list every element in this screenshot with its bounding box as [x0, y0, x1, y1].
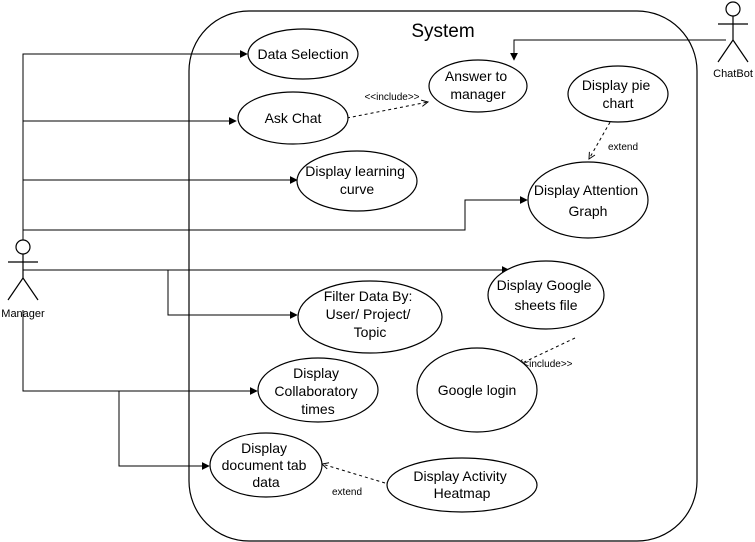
extend-pie-label: extend [608, 142, 638, 153]
use-case-display-activity-heatmap[interactable]: Display Activity Heatmap [386, 457, 538, 513]
manager-associations [22, 50, 528, 470]
svg-text:Display document tab: Display document tab data [222, 440, 311, 490]
use-case-ask-chat[interactable]: Ask Chat [237, 91, 349, 145]
svg-text:Filter Data By: User/ Pr: Filter Data By: User/ Project/ Topic [324, 288, 417, 340]
use-case-filter-data[interactable]: Filter Data By: User/ Project/ Topic [297, 280, 443, 354]
assoc-chatbot-answer [510, 39, 726, 61]
use-case-display-google-sheets[interactable]: Display Google sheets file [487, 260, 605, 330]
svg-text:Data Selection: Data Selection [257, 46, 348, 62]
assoc-attention-graph [23, 196, 528, 231]
include-google-label: <<include>> [517, 359, 572, 370]
svg-text:Display Attention Graph: Display Attention Graph [534, 182, 642, 219]
relationships: <<include>> extend <<include>> extend [322, 92, 638, 498]
use-case-display-document-tab[interactable]: Display document tab data [209, 432, 323, 498]
svg-text:Ask Chat: Ask Chat [265, 110, 322, 126]
svg-text:Answer to manager: Answer to manager [445, 68, 511, 102]
use-case-display-learning-curve[interactable]: Display learning curve [296, 150, 418, 212]
use-case-display-collab-times[interactable]: Display Collaboratory times [257, 357, 379, 423]
use-case-data-selection[interactable]: Data Selection [247, 28, 359, 80]
assoc-filter-data [167, 270, 298, 319]
assoc-data-selection [22, 50, 248, 240]
include-chat-line [346, 102, 428, 119]
svg-text:Display pie chart: Display pie chart [582, 77, 654, 111]
system-title: System [411, 21, 474, 42]
assoc-document-tab [118, 391, 210, 470]
assoc-collab-times [22, 310, 258, 395]
include-google-line [518, 337, 576, 365]
include-chat-label: <<include>> [364, 92, 419, 103]
use-case-display-pie-chart[interactable]: Display pie chart [567, 65, 669, 123]
svg-text:Display Collaboratory: Display Collaboratory times [274, 365, 361, 417]
svg-text:Display Google sheets fi: Display Google sheets file [497, 277, 596, 313]
extend-heatmap-line [322, 464, 386, 484]
use-case-google-login[interactable]: Google login [416, 347, 538, 433]
manager-actor[interactable]: Manager [1, 239, 45, 320]
svg-text:Display Activity Heatmap: Display Activity Heatmap [413, 468, 510, 501]
use-case-display-attention-graph[interactable]: Display Attention Graph [527, 161, 649, 239]
svg-text:Display learning curve: Display learning curve [305, 163, 409, 197]
extend-heatmap-label: extend [332, 487, 362, 498]
chatbot-actor[interactable]: ChatBot [713, 1, 753, 80]
svg-text:Google login: Google login [438, 382, 517, 398]
extend-pie-line [589, 116, 614, 159]
use-case-answer-to-manager[interactable]: Answer to manager [428, 59, 528, 113]
chatbot-label: ChatBot [713, 68, 753, 80]
